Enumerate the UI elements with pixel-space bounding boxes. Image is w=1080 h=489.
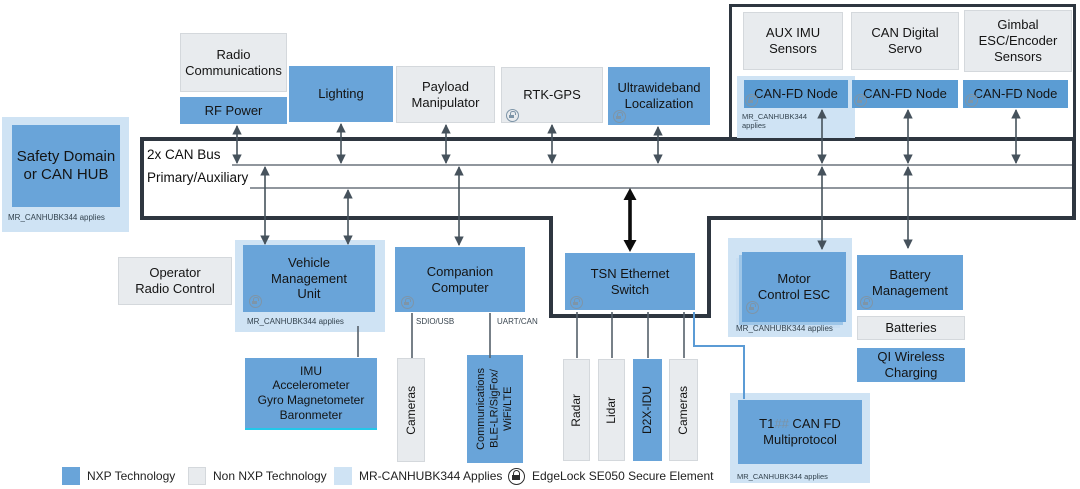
motor-esc-caption: MR_CANHUBK344 applies	[736, 324, 833, 333]
legend-item-edgelock: EdgeLock SE050 Secure Element	[508, 466, 713, 486]
can-fd-node-3: CAN-FD Node	[963, 80, 1068, 108]
secure-element-icon	[570, 296, 583, 309]
edgelock-secure-element-icon	[508, 467, 525, 485]
bus-label-2x-can: 2x CAN Bus	[147, 147, 221, 162]
uart-can-link-label: UART/CAN	[497, 317, 538, 326]
d2x-idu-box: D2X-IDU	[633, 359, 662, 461]
secure-element-icon	[506, 109, 519, 122]
gimbal-esc-encoder-box: Gimbal ESC/Encoder Sensors	[964, 10, 1072, 72]
secure-element-icon	[860, 296, 873, 309]
secure-element-icon	[401, 296, 414, 309]
safety-domain-caption: MR_CANHUBK344 applies	[8, 213, 105, 222]
safety-domain-box: Safety Domain or CAN HUB	[12, 125, 120, 207]
secure-element-icon	[965, 94, 978, 107]
can-digital-servo-box: CAN Digital Servo	[851, 12, 959, 70]
operator-radio-control-box: Operator Radio Control	[118, 257, 232, 305]
motor-control-esc-box: Motor Control ESC	[742, 252, 846, 322]
qi-wireless-charging-box: QI Wireless Charging	[857, 348, 965, 382]
radio-communications-box: Radio Communications	[180, 33, 287, 92]
legend-item-mr-canhubk344: MR-CANHUBK344 Applies	[334, 466, 502, 486]
secure-element-icon	[249, 295, 262, 308]
tsn-ethernet-switch-box: TSN Ethernet Switch	[565, 253, 695, 310]
vehicle-management-unit-box: Vehicle Management Unit	[243, 245, 375, 312]
can-fd-node-2: CAN-FD Node	[852, 80, 958, 108]
vmu-caption: MR_CANHUBK344 applies	[247, 317, 344, 326]
legend-item-nxp: NXP Technology	[62, 466, 175, 486]
cameras-left-box: Cameras	[397, 358, 425, 462]
legend-item-non-nxp: Non NXP Technology	[188, 466, 327, 486]
sdio-usb-link-label: SDIO/USB	[416, 317, 455, 326]
can-fd-node1-caption: MR_CANHUBK344 applies	[742, 112, 808, 131]
payload-manipulator-box: Payload Manipulator	[396, 66, 495, 123]
nxp-blue-swatch	[62, 467, 80, 485]
communications-box: Communications BLE-LR/SigFox/ WiFi/LTE	[467, 355, 523, 463]
imu-sensors-box: IMU Accelerometer Gyro Magnetometer Baro…	[245, 358, 377, 430]
secure-element-icon	[613, 110, 626, 123]
lighting-box: Lighting	[289, 66, 393, 122]
mr-canhubk344-swatch	[334, 467, 352, 485]
bus-label-primary-auxiliary: Primary/Auxiliary	[147, 170, 249, 185]
secure-element-icon	[745, 94, 758, 107]
battery-management-box: Battery Management	[857, 255, 963, 310]
rf-power-box: RF Power	[180, 97, 287, 124]
secure-element-icon	[854, 94, 867, 107]
aux-imu-sensors-box: AUX IMU Sensors	[743, 12, 843, 70]
t1-canfd-caption: MR_CANHUBK344 applies	[737, 472, 828, 481]
secure-element-icon	[746, 301, 759, 314]
non-nxp-gray-swatch	[188, 467, 206, 485]
companion-computer-box: Companion Computer	[395, 247, 525, 312]
cameras-right-box: Cameras	[669, 359, 698, 461]
radar-box: Radar	[563, 359, 590, 461]
lidar-box: Lidar	[598, 359, 625, 461]
batteries-box: Batteries	[857, 316, 965, 340]
can-fd-node-1: CAN-FD Node	[744, 80, 848, 108]
